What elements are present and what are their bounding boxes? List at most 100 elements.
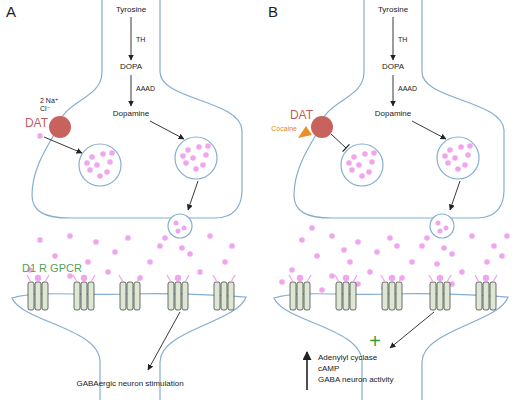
dopamine-molecule xyxy=(394,243,400,249)
ligand-site xyxy=(289,275,293,282)
ligand-site xyxy=(307,275,311,282)
dopamine-molecule xyxy=(329,233,335,239)
dopamine-molecule xyxy=(419,243,425,249)
dopamine-molecule xyxy=(437,275,443,281)
gpcr-helix xyxy=(168,282,174,310)
gpcr-helix xyxy=(389,282,395,310)
dopamine-molecule xyxy=(180,153,186,159)
gpcr-helix xyxy=(214,282,220,310)
text-label: Adenylyl cyclase xyxy=(318,354,377,363)
dopamine-molecule xyxy=(87,167,93,173)
text-label: TH xyxy=(398,36,407,44)
gpcr-helix xyxy=(396,282,402,310)
node-label: DAT xyxy=(290,109,313,122)
dopamine-molecule xyxy=(371,150,377,156)
gpcr-helix xyxy=(290,282,296,310)
transporter-circle: DAT xyxy=(311,116,333,138)
dopamine-molecule xyxy=(389,275,395,281)
text-label: AAAD xyxy=(398,85,417,93)
dopamine-molecule xyxy=(349,167,355,173)
dopamine-molecule xyxy=(355,239,361,245)
dopamine-molecule xyxy=(483,275,489,281)
gpcr-helix xyxy=(221,282,227,310)
gpcr-helix xyxy=(88,282,94,310)
text-label: Tyrosine xyxy=(116,6,146,15)
dopamine-molecule xyxy=(207,233,213,239)
gpcr-helix xyxy=(350,282,356,310)
ligand-site xyxy=(399,275,403,282)
dopamine-molecule xyxy=(179,245,185,251)
transporter-circle: DAT xyxy=(49,116,71,138)
text-label: Dopamine xyxy=(375,110,411,119)
dopamine-molecule xyxy=(409,259,415,265)
text-label: GABAergic neuron stimulation xyxy=(76,380,183,389)
dopamine-molecule xyxy=(37,133,43,139)
text-label: DOPA xyxy=(382,63,404,72)
gpcr-helix xyxy=(182,282,188,310)
ligand-site xyxy=(381,275,385,282)
gpcr-helix xyxy=(74,282,80,310)
dopamine-molecule xyxy=(424,235,430,241)
text-label: Dopamine xyxy=(113,110,149,119)
dopamine-molecule xyxy=(229,243,235,249)
gpcr-helix xyxy=(35,282,41,310)
text-label: DOPA xyxy=(120,63,142,72)
arrow-line xyxy=(131,17,132,60)
dopamine-molecule xyxy=(200,162,206,168)
dopamine-molecule xyxy=(196,144,202,150)
arrow-line xyxy=(306,352,308,390)
ligand-site xyxy=(335,275,339,282)
dopamine-molecule xyxy=(467,143,473,149)
ligand-site xyxy=(475,275,479,282)
ligand-site xyxy=(185,275,189,282)
dopamine-molecule xyxy=(369,159,375,165)
dopamine-molecule xyxy=(299,237,305,243)
dopamine-molecule xyxy=(193,166,199,172)
arrow-line xyxy=(150,121,184,139)
dopamine-molecule xyxy=(452,155,458,161)
dopamine-molecule xyxy=(346,160,352,166)
synapse-panel xyxy=(274,0,510,400)
arrow-line xyxy=(450,181,460,210)
synaptic-vesicle xyxy=(341,144,383,186)
dopamine-molecule xyxy=(314,253,320,259)
dopamine-molecule xyxy=(351,154,357,160)
dopamine-molecule xyxy=(445,160,451,166)
inhibition-bar xyxy=(343,144,350,151)
gpcr-helix xyxy=(81,282,87,310)
dopamine-molecule xyxy=(67,233,73,239)
dopamine-molecule xyxy=(112,249,118,255)
dopamine-molecule xyxy=(449,251,455,257)
synaptic-vesicle xyxy=(430,214,454,238)
dopamine-molecule xyxy=(309,225,315,231)
dopamine-molecule xyxy=(157,243,163,249)
dopamine-molecule xyxy=(105,269,111,275)
dopamine-molecule xyxy=(175,275,181,281)
gpcr-helix xyxy=(336,282,342,310)
dopamine-molecule xyxy=(356,162,362,168)
dopamine-molecule xyxy=(447,147,453,153)
dopamine-molecule xyxy=(444,226,449,231)
dopamine-molecule xyxy=(367,269,373,275)
dopamine-molecule xyxy=(289,267,295,273)
dopamine-molecule xyxy=(67,273,73,279)
dopamine-molecule xyxy=(85,259,91,265)
dopamine-molecule xyxy=(104,169,110,175)
dopamine-molecule xyxy=(491,243,497,249)
dopamine-molecule xyxy=(484,259,490,265)
arrow-line xyxy=(393,17,394,60)
dopamine-molecule xyxy=(462,162,468,168)
panel-letter: A xyxy=(6,4,16,21)
dopamine-molecule xyxy=(183,160,189,166)
gpcr-helix xyxy=(28,282,34,310)
text-label: 2 Na⁺ Cl⁻ xyxy=(40,97,64,112)
dopamine-molecule xyxy=(97,173,103,179)
gpcr-helix xyxy=(228,282,234,310)
arrow-line xyxy=(188,181,198,210)
gpcr-helix xyxy=(476,282,482,310)
panel-letter: B xyxy=(268,4,278,21)
gpcr-helix xyxy=(343,282,349,310)
dopamine-molecule xyxy=(362,151,368,157)
dopamine-molecule xyxy=(94,162,100,168)
